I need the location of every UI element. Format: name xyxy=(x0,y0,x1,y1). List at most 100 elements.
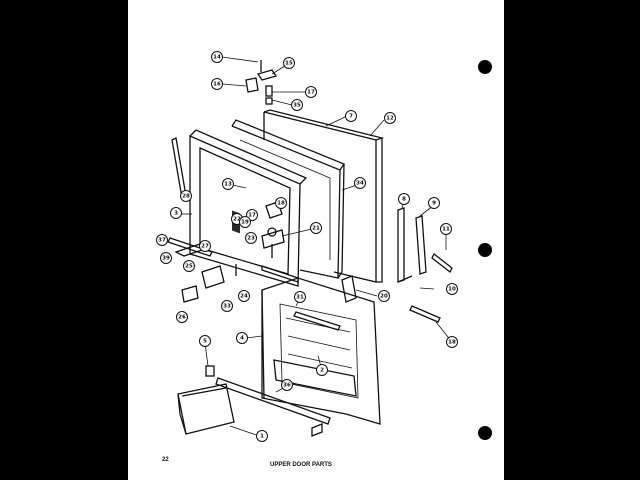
svg-text:25: 25 xyxy=(185,263,193,269)
callout-18: 18 xyxy=(275,197,287,209)
callout-36: 36 xyxy=(281,379,293,391)
callout-18: 18 xyxy=(446,336,458,348)
leader-lines xyxy=(180,56,453,438)
svg-text:34: 34 xyxy=(356,180,364,186)
callout-9: 9 xyxy=(428,197,440,209)
svg-text:37: 37 xyxy=(158,237,166,243)
svg-text:10: 10 xyxy=(448,286,456,292)
svg-text:2: 2 xyxy=(320,367,324,373)
breaker-frame xyxy=(189,129,308,287)
shelf-rail xyxy=(293,311,341,331)
svg-text:23: 23 xyxy=(247,235,255,241)
callout-8: 8 xyxy=(398,193,410,205)
door-rail-36 xyxy=(215,377,331,425)
binder-hole-bottom xyxy=(478,426,492,440)
callout-17: 17 xyxy=(305,86,317,98)
callout-28: 28 xyxy=(180,190,192,202)
svg-text:9: 9 xyxy=(432,200,436,206)
callout-2: 2 xyxy=(316,364,328,376)
door-bin xyxy=(177,383,235,435)
svg-text:28: 28 xyxy=(182,193,190,199)
svg-text:27: 27 xyxy=(201,243,209,249)
callout-19: 19 xyxy=(239,216,251,228)
callout-35: 35 xyxy=(291,99,303,111)
callout-31: 31 xyxy=(294,291,306,303)
lower-hinge xyxy=(181,264,237,303)
svg-text:39: 39 xyxy=(162,255,170,261)
svg-text:16: 16 xyxy=(213,81,221,87)
center-rail xyxy=(261,265,299,283)
diagram-caption: UPPER DOOR PARTS xyxy=(270,462,332,468)
svg-text:3: 3 xyxy=(174,210,178,216)
callout-27: 27 xyxy=(199,240,211,252)
callout-24: 24 xyxy=(238,290,250,302)
small-clip xyxy=(205,365,215,377)
callout-16: 16 xyxy=(211,78,223,90)
svg-text:11: 11 xyxy=(442,226,450,232)
callout-23: 23 xyxy=(245,232,257,244)
hinge-bracket xyxy=(256,69,278,81)
center-hinge-assembly xyxy=(261,201,285,258)
rail-18 xyxy=(409,305,441,323)
svg-text:22: 22 xyxy=(233,216,241,222)
binder-hole-top xyxy=(478,60,492,74)
callout-12: 12 xyxy=(384,112,396,124)
svg-text:5: 5 xyxy=(203,338,207,344)
svg-text:8: 8 xyxy=(402,196,406,202)
callout-15: 15 xyxy=(283,57,295,69)
callout-33: 33 xyxy=(221,300,233,312)
right-bracket-8 xyxy=(397,207,413,283)
binder-hole-middle xyxy=(478,243,492,257)
svg-text:17: 17 xyxy=(307,89,315,95)
svg-text:1: 1 xyxy=(260,433,264,439)
hinge-plate xyxy=(245,77,259,93)
svg-text:20: 20 xyxy=(380,293,388,299)
right-bracket-9 xyxy=(415,215,427,275)
callout-3: 3 xyxy=(170,207,182,219)
svg-text:7: 7 xyxy=(349,113,353,119)
callout-37: 37 xyxy=(156,234,168,246)
parts-sheet xyxy=(128,0,504,480)
callout-4: 4 xyxy=(236,332,248,344)
svg-text:12: 12 xyxy=(386,115,394,121)
svg-text:21: 21 xyxy=(312,225,320,231)
svg-text:17: 17 xyxy=(248,212,256,218)
callout-5: 5 xyxy=(199,335,211,347)
svg-text:4: 4 xyxy=(240,335,244,341)
callout-20: 20 xyxy=(378,290,390,302)
svg-text:18: 18 xyxy=(277,200,285,206)
door-gasket xyxy=(171,137,187,199)
svg-text:26: 26 xyxy=(178,314,186,320)
svg-text:24: 24 xyxy=(240,293,248,299)
svg-text:13: 13 xyxy=(224,181,232,187)
door-liner xyxy=(261,277,381,425)
svg-text:36: 36 xyxy=(283,382,291,388)
callout-7: 7 xyxy=(345,110,357,122)
svg-text:18: 18 xyxy=(448,339,456,345)
callout-11: 11 xyxy=(440,223,452,235)
left-foot-strip xyxy=(167,237,213,257)
callout-21: 21 xyxy=(310,222,322,234)
svg-text:33: 33 xyxy=(223,303,231,309)
bottom-clip xyxy=(311,423,323,437)
hinge-pin xyxy=(265,85,273,105)
callout-17: 17 xyxy=(246,209,258,221)
svg-text:31: 31 xyxy=(296,294,304,300)
bottom-shelf-strip xyxy=(341,275,357,303)
callout-13: 13 xyxy=(222,178,234,190)
callout-34: 34 xyxy=(354,177,366,189)
callout-26: 26 xyxy=(176,311,188,323)
page-number: 22 xyxy=(162,457,169,463)
part-11-strip xyxy=(431,253,453,273)
callout-14: 14 xyxy=(211,51,223,63)
callout-10: 10 xyxy=(446,283,458,295)
svg-text:19: 19 xyxy=(241,219,249,225)
svg-text:14: 14 xyxy=(213,54,221,60)
svg-text:15: 15 xyxy=(285,60,293,66)
callout-25: 25 xyxy=(183,260,195,272)
callout-1: 1 xyxy=(256,430,268,442)
door-outer-panel xyxy=(263,109,385,283)
svg-text:35: 35 xyxy=(293,102,301,108)
